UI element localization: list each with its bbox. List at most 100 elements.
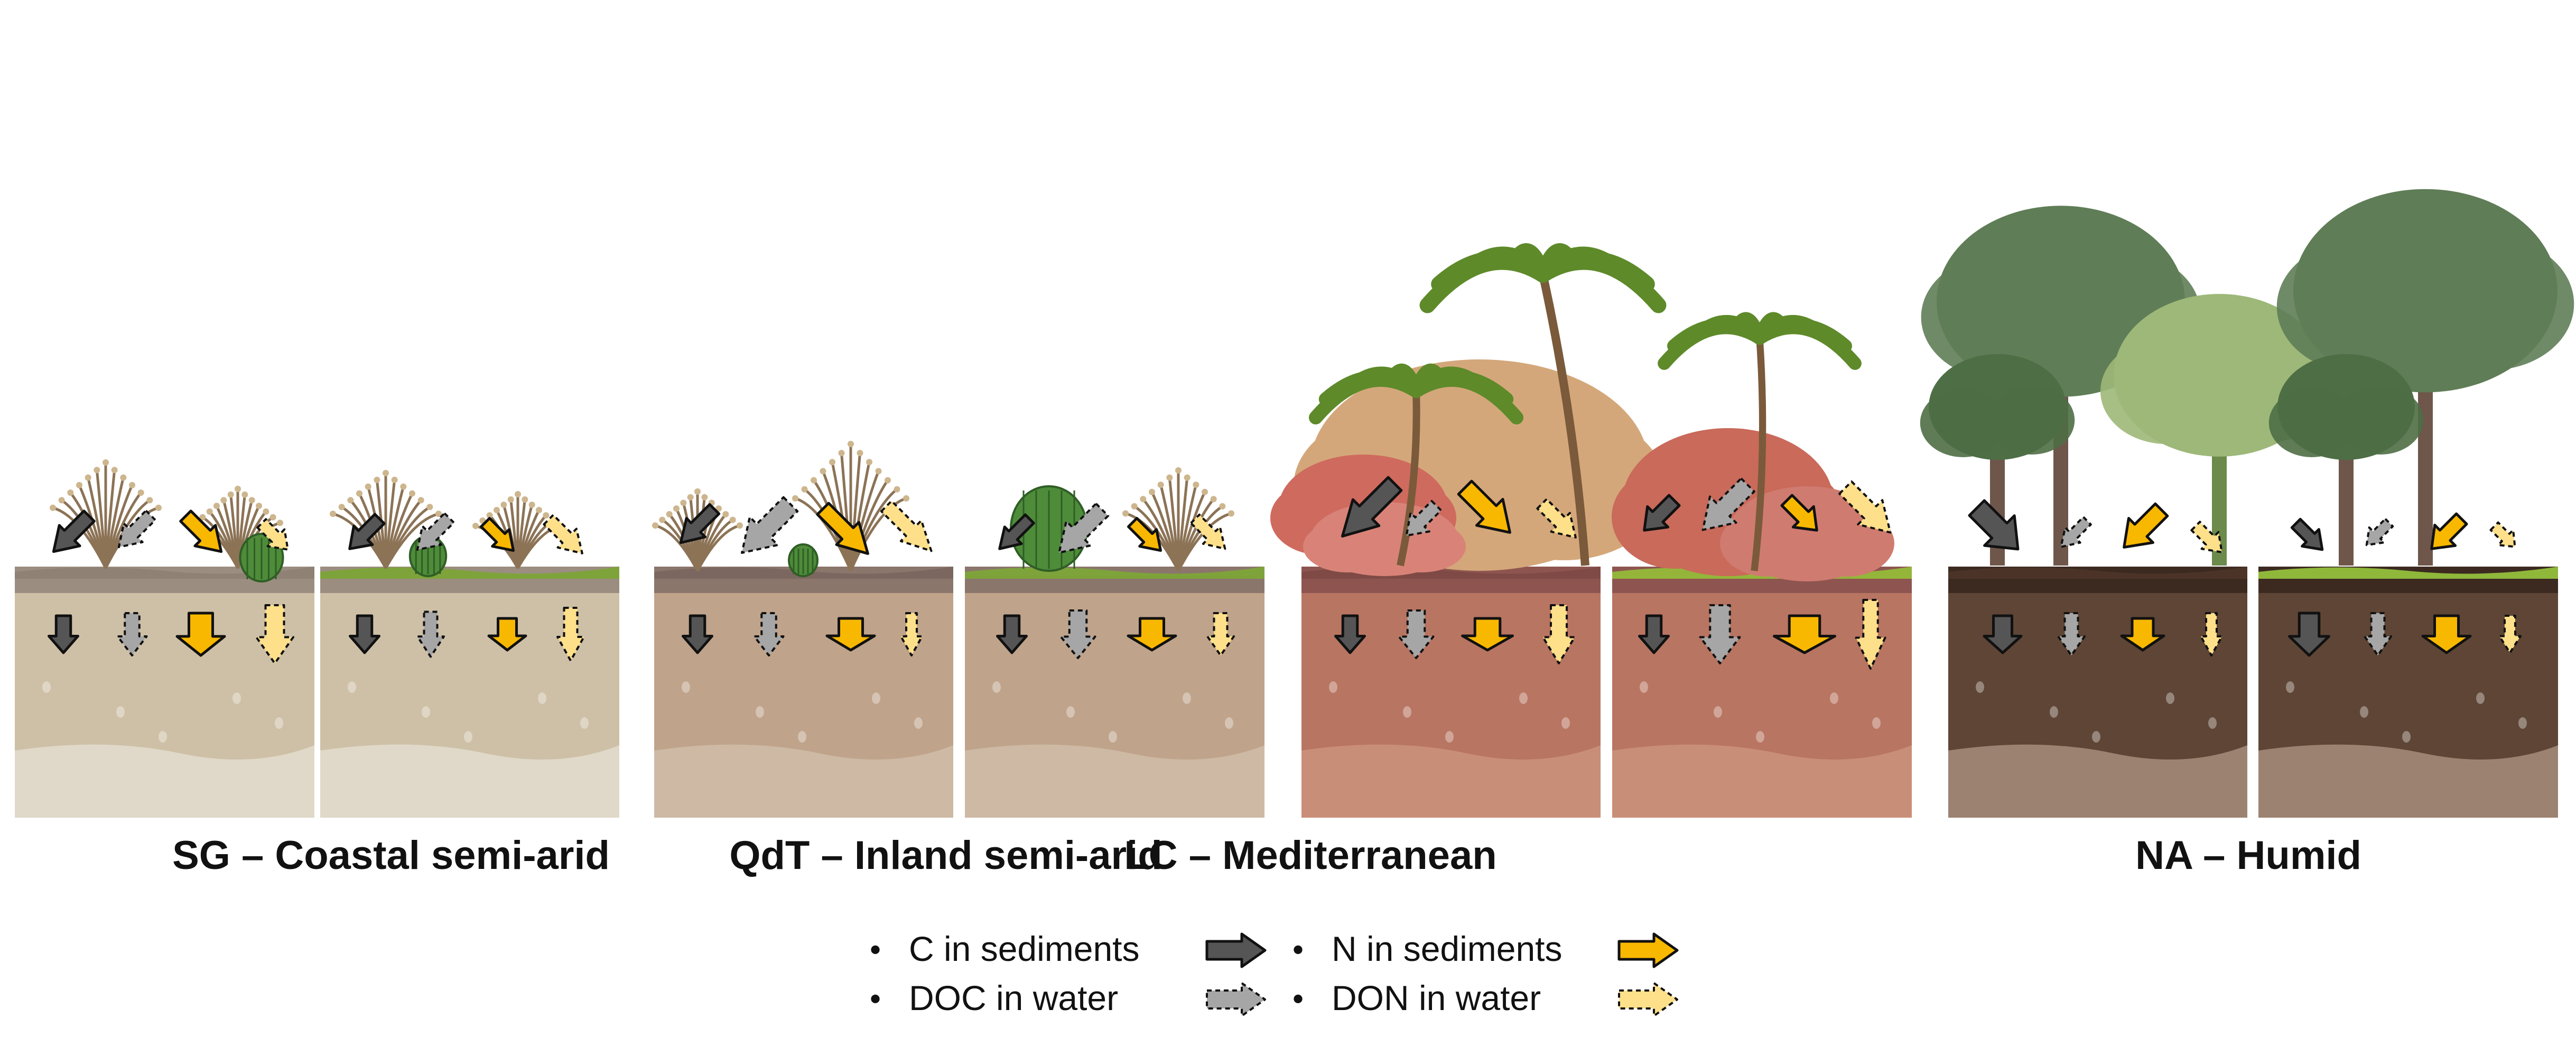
bush-icon — [1720, 486, 1894, 581]
c-sediment-arrow-icon — [1968, 499, 2020, 551]
doc-water-arrow-icon — [1701, 477, 1755, 531]
shrub-leaf — [1166, 474, 1173, 481]
shrub-leaf — [522, 496, 528, 503]
shrub-leaf — [472, 523, 479, 529]
n-sediment-arrow-icon — [2120, 617, 2165, 652]
shrub-leaf — [269, 514, 276, 521]
shrub-leaf — [206, 508, 213, 515]
soil-panel — [320, 567, 619, 818]
shrub-leaf — [111, 467, 118, 474]
shrub-leaf — [248, 497, 255, 504]
site-title-sg: SG – Coastal semi-arid — [172, 833, 610, 878]
n-sediment-arrow-icon — [480, 517, 515, 552]
shrub-leaf — [652, 522, 658, 529]
palm-trunk — [1397, 391, 1420, 567]
shrub-leaf — [507, 496, 514, 503]
shrub-leaf — [838, 450, 845, 457]
pebble — [538, 692, 546, 704]
shrub-leaf — [875, 468, 882, 475]
tree-crown — [2100, 338, 2233, 444]
shrub-leaf — [76, 482, 82, 488]
n-sediment-arrow-icon — [1780, 494, 1818, 532]
shrub-leaf — [256, 503, 262, 510]
shrub-leaf — [1175, 467, 1182, 474]
shrub-leaf — [666, 511, 673, 517]
palm-frond — [1535, 254, 1667, 313]
shrub-leaf — [120, 474, 127, 481]
doc-water-arrow-icon — [1398, 609, 1435, 659]
don-water-arrow-icon — [543, 514, 583, 554]
deep-soil-band — [1612, 744, 1912, 818]
n-sediment-arrow-icon — [2123, 502, 2169, 549]
shrub-leaf — [885, 477, 891, 484]
don-water-arrow-icon — [1542, 604, 1576, 664]
don-water-arrow-icon — [2190, 521, 2223, 553]
tree-crown — [1920, 388, 2006, 457]
don-water-arrow-icon — [2489, 521, 2516, 548]
bush-body — [1303, 521, 1392, 572]
doc-water-arrow-icon — [741, 496, 799, 554]
palm-tree-icon — [1658, 312, 1862, 571]
shrub-leaf — [374, 476, 380, 483]
palm-tree-icon — [1419, 243, 1667, 566]
pebble — [464, 731, 472, 743]
legend-item-n-sediments: • N in sediments — [1289, 928, 1691, 975]
shrub-leaf — [67, 489, 74, 496]
shrub-leaf — [857, 450, 863, 457]
shrub-leaf — [213, 503, 220, 510]
shrub-leaf — [241, 491, 248, 498]
pebble — [1403, 706, 1411, 718]
doc-water-arrow-icon — [1206, 982, 1266, 1017]
shrub-leaf — [737, 522, 743, 529]
pebble — [2208, 717, 2217, 729]
c-sediment-arrow-icon — [52, 510, 96, 553]
site-title-qdt: QdT – Inland semi-arid — [729, 833, 1163, 878]
pebble — [1714, 706, 1722, 718]
shrub-leaf — [894, 486, 900, 493]
c-sediment-arrow-icon — [682, 614, 713, 654]
pebble — [682, 681, 690, 693]
c-sediment-arrow-icon — [2288, 612, 2330, 657]
shrub-leaf — [500, 502, 507, 508]
pebble — [914, 717, 923, 729]
shrub-branch — [696, 524, 740, 572]
deep-soil-band — [15, 744, 314, 818]
shrub-leaf — [1149, 488, 1155, 495]
tree-crown — [2408, 238, 2574, 370]
shrub-leaf — [866, 459, 872, 466]
shrub-leaf — [811, 477, 817, 484]
don-water-arrow-icon — [255, 604, 294, 664]
pebble — [116, 706, 125, 718]
doc-water-arrow-icon — [1405, 499, 1443, 537]
n-sediment-arrow-icon — [487, 617, 527, 652]
shrub-leaf — [235, 486, 241, 492]
shrub-leaf — [673, 505, 680, 512]
pebble — [2476, 692, 2485, 704]
pebble — [1830, 692, 1838, 704]
don-water-arrow-icon — [1838, 480, 1892, 534]
doc-water-arrow-icon — [416, 512, 455, 551]
pebble — [1872, 717, 1881, 729]
shrub-leaf — [330, 511, 336, 517]
shrub-leaf — [50, 504, 56, 511]
don-water-arrow-icon — [1206, 612, 1235, 656]
shrub-leaf — [792, 495, 798, 502]
c-sediment-arrow-icon — [1334, 614, 1366, 654]
pebble — [872, 692, 880, 704]
pebble — [1445, 731, 1454, 743]
shrub-leaf — [701, 494, 708, 501]
doc-water-arrow-icon — [2057, 612, 2086, 656]
shrub-leaf — [94, 467, 100, 474]
soil-panel — [654, 567, 953, 818]
c-sediment-arrow-icon — [998, 513, 1035, 550]
n-sediment-arrow-icon — [175, 612, 226, 657]
pebble — [422, 706, 430, 718]
legend-bullet: • — [1289, 934, 1307, 968]
pebble — [580, 717, 589, 729]
shrub-leaf — [155, 504, 162, 511]
tree-crown — [2268, 388, 2355, 457]
n-sediment-arrow-icon — [825, 617, 876, 652]
shrub-leaf — [426, 504, 433, 511]
